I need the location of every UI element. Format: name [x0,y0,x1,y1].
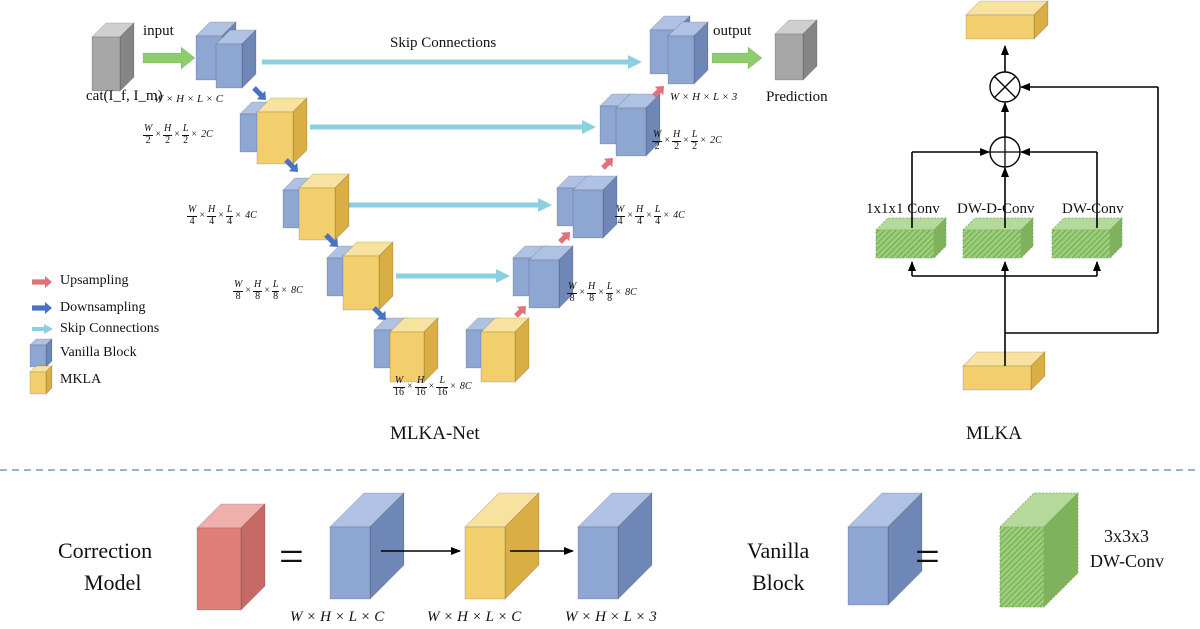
skip-arrow-level1-icon-head [582,120,596,134]
conv-label-dw-d-conv: DW-D-Conv [957,201,1035,217]
legend-skip-icon-head [44,324,53,334]
top-dims-right: W × H × L × 3 [670,91,738,103]
mlka-dw-d-conv [962,217,1034,259]
downsample-arrow-2-icon [284,158,298,172]
correction-label-line2: Model [84,570,142,595]
output-arrow-icon [711,46,763,70]
correction-label-line1: Correction [58,538,153,563]
upsample-arrow-2-icon [558,232,570,244]
multiply-x2 [993,75,1017,99]
equals-sign-left: = [279,532,304,581]
legend-vanilla-icon [29,338,53,368]
upsample-arrow-1-icon [514,306,526,318]
legend-mkla-icon [29,365,53,395]
encoder-level2-mkla [298,173,350,241]
output-label: output [713,23,752,39]
decoder-level1-block-b [615,93,661,157]
downsample-arrow-1-icon [252,86,266,100]
legend-label-downsampling: Downsampling [60,300,146,315]
input-name-label: cat(I_f, I_m) [86,88,163,104]
encoder-level3-mkla [342,241,394,311]
prediction-label: Prediction [766,89,828,105]
skip-arrow-level0-icon-head [628,55,642,69]
decoder-level3-block-b [528,245,574,309]
dwconv-label-line2: DW-Conv [1090,551,1164,571]
legend-downsampling-icon [32,302,52,314]
mlka-dw-conv [1051,217,1123,259]
prediction-volume [774,19,818,81]
mlka-title: MLKA [966,423,1022,444]
vanilla-block-def [847,492,923,606]
bottleneck-left-mkla [389,317,439,383]
decoder-level2-block-b [572,175,618,239]
top-dims-left: W × H × L × C [154,93,224,105]
decoder-level0-block-b [667,21,709,85]
legend-label-upsampling: Upsampling [60,273,129,288]
correction-dims-3: W × H × L × 3 [565,609,657,625]
skip-connections-label: Skip Connections [390,35,497,51]
skip-arrow-level2-icon-head [538,198,552,212]
legend-label-skip: Skip Connections [60,321,160,336]
conv-label-dw-conv: DW-Conv [1062,201,1124,217]
vanilla-label-line1: Vanilla [747,538,810,563]
conv-label-1x1x1: 1x1x1 Conv [866,201,940,217]
correction-dims-2: W × H × L × C [427,609,522,625]
input-label: input [143,23,174,39]
correction-dims-1: W × H × L × C [290,609,385,625]
correction-vanilla-block-1 [329,492,405,600]
downsample-arrow-4-icon [372,306,386,320]
skip-arrow-level3-icon-head [496,269,510,283]
input-arrow-icon [142,46,196,70]
encoder-level0-block-b [215,29,257,89]
correction-vanilla-block-2 [577,492,653,600]
mlka-net-title: MLKA-Net [390,423,480,444]
input-volume [91,22,135,92]
correction-mkla-block [464,492,540,600]
upsample-arrow-3-icon [601,158,613,170]
equals-sign-right: = [915,532,940,581]
legend-label-mkla: MKLA [60,372,102,387]
upsample-arrow-4-icon [652,86,664,98]
correction-model-block [196,503,266,611]
vanilla-label-line2: Block [752,570,805,595]
encoder-level1-mkla [256,97,308,165]
legend-label-vanilla: Vanilla Block [60,345,137,360]
mlka-input-block [962,351,1046,391]
downsample-arrow-3-icon [324,233,338,247]
mlka-output-block [965,0,1049,40]
legend-upsampling-icon [32,276,52,288]
bottleneck-right-mkla [480,317,530,383]
dwconv-label-line1: 3x3x3 [1104,526,1149,546]
dwconv-block [999,492,1079,608]
mlka-conv-1x1x1 [875,217,947,259]
